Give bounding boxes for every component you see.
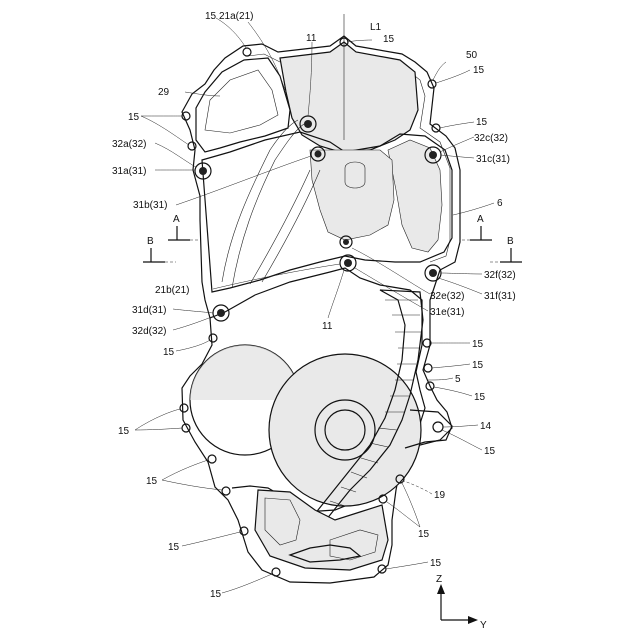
bolt-31c-core	[429, 151, 437, 159]
center-shade	[310, 150, 394, 240]
axis-indicator	[441, 590, 472, 620]
label-L1: L1	[370, 22, 382, 33]
chain-guide-left	[232, 124, 304, 288]
hole-15	[209, 334, 217, 342]
label-15: 15	[383, 34, 395, 45]
label-B-left: B	[147, 236, 154, 247]
label-15: 15	[476, 117, 488, 128]
label-11-mid: 11	[322, 321, 333, 332]
label-32e: 32e(32)	[430, 291, 464, 302]
label-32f: 32f(32)	[484, 270, 516, 281]
bolt-31e-core	[344, 259, 352, 267]
label-15: 15	[472, 360, 484, 371]
label-21b: 21b(21)	[155, 285, 189, 296]
bolt-31a-core	[199, 167, 207, 175]
label-15: 15	[474, 392, 486, 403]
label-15: 15	[430, 558, 442, 569]
label-32a: 32a(32)	[112, 139, 146, 150]
label-A-left: A	[173, 214, 180, 225]
axis-label-Z: Z	[436, 574, 442, 585]
label-B-right: B	[507, 236, 514, 247]
label-15: 15	[418, 529, 430, 540]
label-11-top: 11	[306, 33, 317, 44]
label-15: 15	[168, 542, 180, 553]
label-15: 15	[118, 426, 130, 437]
hole-15	[378, 565, 386, 573]
label-31b: 31b(31)	[133, 200, 167, 211]
label-6: 6	[497, 198, 503, 209]
label-15: 15	[473, 65, 485, 76]
section-marker-right	[470, 226, 522, 262]
chain-guide-mid-2	[262, 170, 320, 282]
label-15: 15	[163, 347, 175, 358]
hole-15	[424, 364, 432, 372]
hole-15	[243, 48, 251, 56]
label-15: 15	[472, 339, 484, 350]
label-32c: 32c(32)	[474, 133, 508, 144]
axis-y-arrow-icon	[468, 616, 478, 624]
label-15: 15	[146, 476, 158, 487]
label-31f: 31f(31)	[484, 291, 516, 302]
hole-15	[222, 487, 230, 495]
hole-15	[433, 422, 443, 432]
label-31c: 31c(31)	[476, 154, 510, 165]
label-14: 14	[480, 421, 492, 432]
axis-z-arrow-icon	[437, 584, 445, 594]
label-50: 50	[466, 50, 478, 61]
bolt-center-1-core	[343, 239, 349, 245]
label-32d: 32d(32)	[132, 326, 166, 337]
hole-15	[188, 142, 196, 150]
label-15: 15	[484, 446, 496, 457]
hole-15	[272, 568, 280, 576]
label-31e: 31e(31)	[430, 307, 464, 318]
label-5: 5	[455, 374, 461, 385]
label-19: 19	[434, 490, 446, 501]
label-31d: 31d(31)	[132, 305, 166, 316]
label-A-right: A	[477, 214, 484, 225]
label-31a: 31a(31)	[112, 166, 146, 177]
hole-15	[208, 455, 216, 463]
bolt-31f-core	[429, 269, 437, 277]
label-21a: 21a(21)	[219, 11, 253, 22]
label-15: 15	[205, 11, 217, 22]
bolt-31b-core	[315, 151, 322, 158]
bolt-11-top-core	[304, 120, 312, 128]
label-29: 29	[158, 87, 170, 98]
label-15: 15	[210, 589, 222, 600]
axis-label-Y: Y	[480, 620, 487, 631]
bolt-31d-core	[217, 309, 225, 317]
hole-15	[180, 404, 188, 412]
label-15: 15	[128, 112, 140, 123]
